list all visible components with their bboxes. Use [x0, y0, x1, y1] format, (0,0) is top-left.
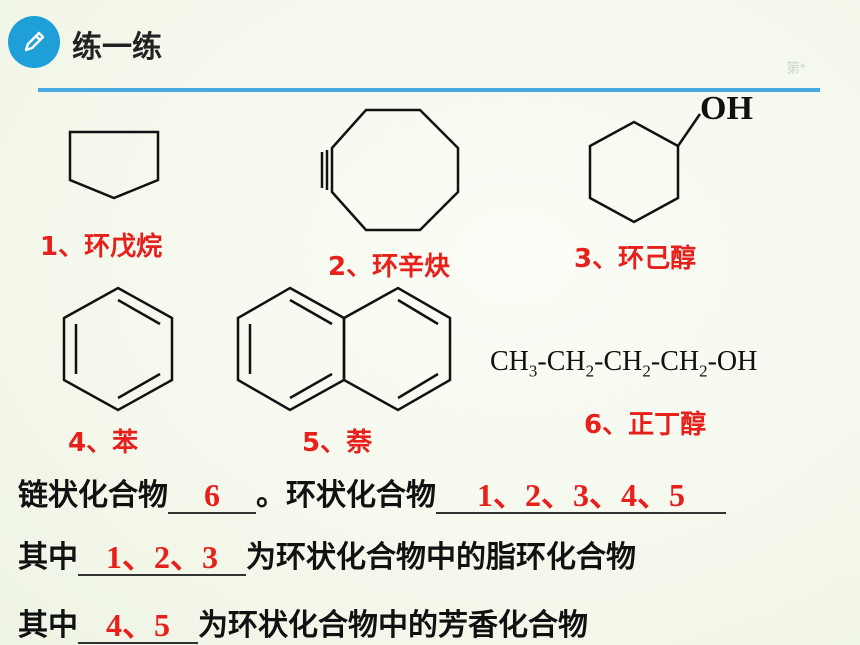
question-line-1: 链状化合物 6 。环状化合物 1、2、3、4、5: [18, 470, 726, 514]
benzene-structure: [62, 286, 174, 412]
page-title: 练一练: [72, 30, 162, 65]
q1-prefix: 链状化合物: [18, 478, 168, 513]
molecule-label-3: 3、环己醇: [574, 244, 697, 274]
butanol-formula: CH3-CH2-CH2-CH2-OH: [490, 346, 758, 381]
q1-answer-blank: 6: [168, 478, 256, 514]
question-line-2: 其中 1、2、3 为环状化合物中的脂环化合物: [18, 532, 636, 576]
q1-mid: 。环状化合物: [256, 478, 436, 513]
hydroxyl-group: OH: [700, 90, 753, 127]
naphthalene-structure: [236, 286, 452, 412]
cyclooctyne-structure: [320, 108, 460, 232]
q3-prefix: 其中: [18, 608, 78, 643]
pencil-badge: [8, 16, 60, 68]
q2-answer-blank: 1、2、3: [78, 540, 246, 576]
molecule-label-2: 2、环辛炔: [328, 252, 451, 282]
header-divider: [38, 88, 820, 92]
molecule-label-6: 6、正丁醇: [584, 410, 707, 440]
molecule-label-1: 1、环戊烷: [40, 232, 163, 262]
molecule-label-4: 4、苯: [68, 428, 139, 458]
pencil-icon: [24, 31, 45, 52]
molecule-label-5: 5、萘: [302, 428, 373, 458]
corner-mark: 第*: [786, 60, 806, 76]
question-line-3: 其中 4、5 为环状化合物中的芳香化合物: [18, 600, 588, 644]
q1-answer2-blank: 1、2、3、4、5: [436, 478, 726, 514]
cyclopentane-structure: [68, 130, 160, 200]
q3-answer-blank: 4、5: [78, 608, 198, 644]
cyclohexanol-structure: [588, 113, 702, 224]
q2-suffix: 为环状化合物中的脂环化合物: [246, 540, 636, 575]
q3-suffix: 为环状化合物中的芳香化合物: [198, 608, 588, 643]
q2-prefix: 其中: [18, 540, 78, 575]
